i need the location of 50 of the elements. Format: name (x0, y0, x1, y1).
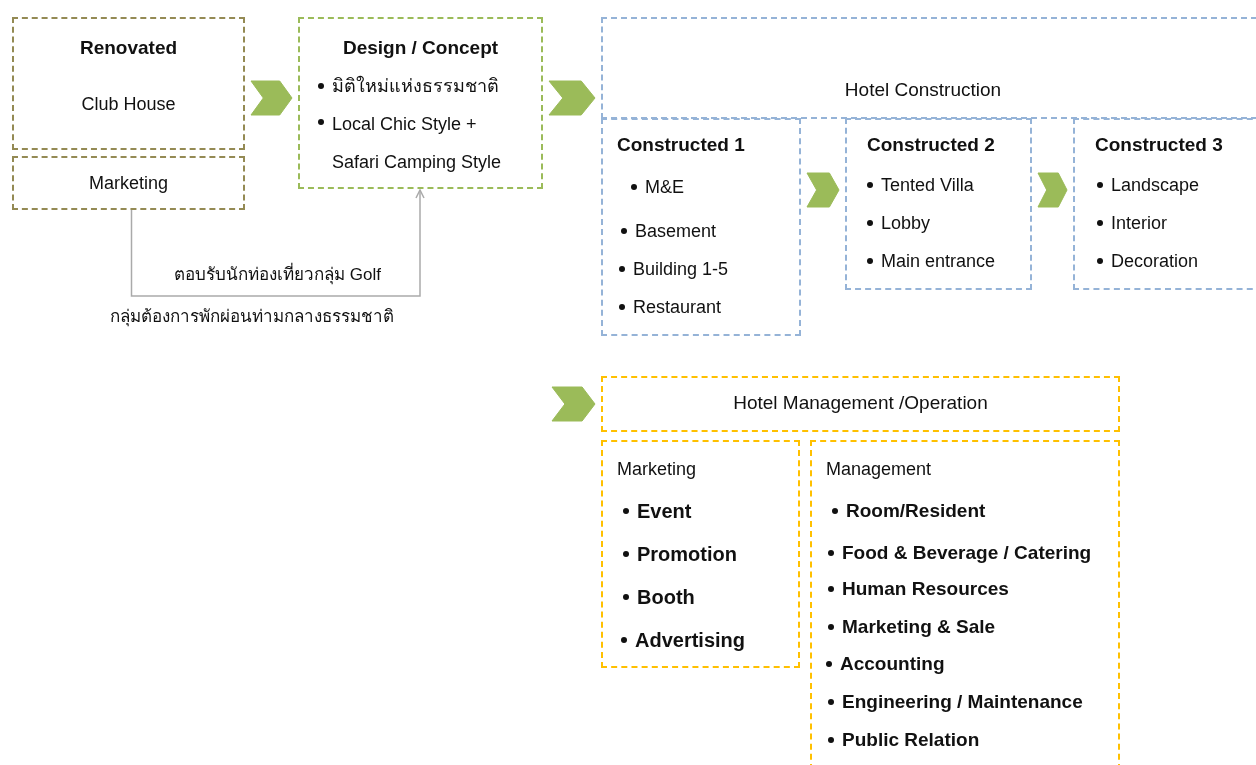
bullet-item: Lobby (881, 212, 931, 234)
box-title: Hotel Management /Operation (732, 392, 989, 414)
connector-arrow (130, 189, 425, 297)
dashed-box (298, 17, 543, 189)
bullet-item: Human Resources (842, 578, 1009, 600)
dashed-box (12, 17, 245, 150)
chevron-arrow (250, 80, 293, 116)
dashed-box (845, 118, 1032, 290)
bullet-item: M&E (645, 176, 684, 198)
bullet-item: Interior (1111, 212, 1168, 234)
box-heading: Marketing (617, 458, 697, 480)
dashed-box (601, 17, 1256, 119)
chevron-arrow (548, 80, 596, 116)
box-heading: Constructed 3 (1095, 134, 1223, 156)
dashed-box (601, 118, 801, 336)
box-text: Marketing (88, 172, 169, 194)
bullet-item: Marketing & Sale (842, 616, 996, 638)
bullet-item: Advertising (635, 629, 746, 651)
box-heading: Management (826, 458, 932, 480)
bullet-item: Tented Villa (881, 174, 974, 196)
bullet-item: Booth (637, 586, 695, 608)
chevron-arrow (551, 386, 596, 422)
bullet-item: Main entrance (881, 250, 996, 272)
dashed-box (601, 440, 800, 668)
dashed-box (12, 156, 245, 210)
box-heading: Design / Concept (341, 37, 500, 59)
bullet-item: Accounting (840, 653, 945, 675)
bullet-item: Engineering / Maintenance (842, 691, 1083, 713)
bullet-item: Decoration (1111, 250, 1199, 272)
bullet-item: Basement (635, 220, 717, 242)
box-title: Hotel Construction (843, 79, 1003, 101)
chevron-arrow (1037, 172, 1068, 208)
bullet-item: Public Relation (842, 729, 980, 751)
dashed-box (601, 376, 1120, 432)
bullet-item: Promotion (637, 543, 737, 565)
bullet-item: Restaurant (633, 296, 722, 318)
dashed-box (810, 440, 1120, 765)
bullet-item: Building 1-5 (633, 258, 729, 280)
bullet-item: Local Chic Style + Safari Camping Style (332, 113, 503, 174)
box-heading: Constructed 1 (617, 134, 745, 156)
box-heading: Renovated (78, 37, 179, 59)
bullet-item: Landscape (1111, 174, 1200, 196)
chevron-arrow (806, 172, 840, 208)
bullet-item: มิติใหม่แห่งธรรมชาติ (332, 75, 499, 97)
box-text: Club House (80, 93, 177, 115)
box-heading: Constructed 2 (867, 134, 995, 156)
bullet-item: Event (637, 500, 692, 522)
bullet-item: Room/Resident (846, 500, 986, 522)
note-text: กลุ่มต้องการพักผ่อนท่ามกลางธรรมชาติ (110, 306, 394, 328)
bullet-item: Food & Beverage / Catering (842, 542, 1092, 564)
